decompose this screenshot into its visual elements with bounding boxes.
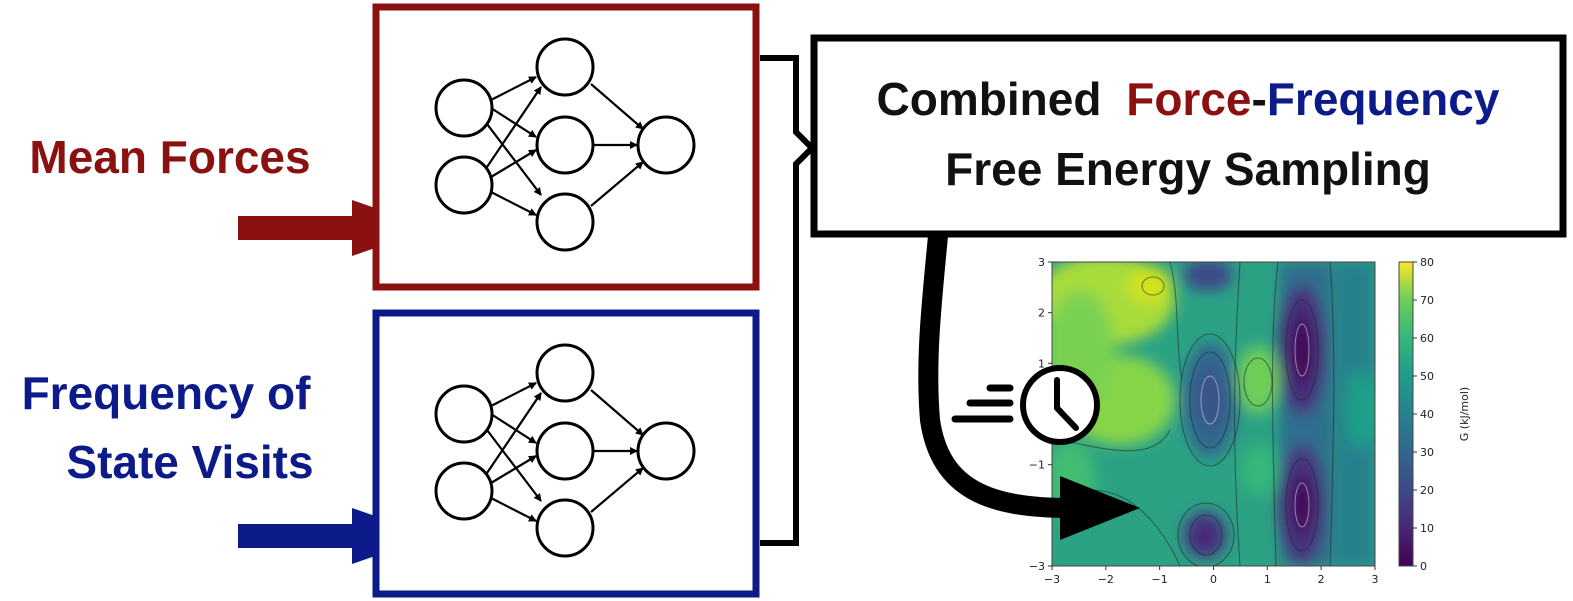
x-tick-label: 1 [1264, 573, 1271, 586]
x-tick-label: 3 [1372, 573, 1379, 586]
x-tick-label: −3 [1044, 573, 1060, 586]
y-axis: −3 −1 1 2 3 [1029, 256, 1052, 573]
colorbar [1398, 261, 1414, 567]
x-tick-label: 0 [1210, 573, 1217, 586]
x-tick-label: −2 [1098, 573, 1114, 586]
colorbar-label: G (kJ/mol) [1458, 387, 1471, 441]
colorbar-tick-label: 60 [1420, 332, 1434, 345]
colorbar-tick-label: 80 [1420, 256, 1434, 269]
frequency-label-line2: State Visits [66, 436, 313, 488]
colorbar-tick-label: 10 [1420, 522, 1434, 535]
free-energy-heatmap [1052, 262, 1375, 566]
neural-network-icon [434, 37, 696, 252]
word-combined: Combined [877, 73, 1102, 125]
colorbar-tick-label: 20 [1420, 484, 1434, 497]
y-tick-label: −3 [1029, 560, 1045, 573]
combined-title-line1: Combined Force-Frequency [877, 73, 1500, 125]
sampling-arrowhead [1060, 476, 1140, 540]
clock-icon [1020, 365, 1100, 445]
word-frequency: Frequency [1267, 73, 1500, 125]
x-tick-label: −1 [1152, 573, 1168, 586]
colorbar-axis: 0 10 20 30 40 50 60 70 80 [1413, 256, 1434, 573]
y-tick-label: 3 [1038, 256, 1045, 269]
colorbar-tick-label: 70 [1420, 294, 1434, 307]
combined-sampling-box [810, 34, 1567, 238]
combined-title-line2: Free Energy Sampling [945, 143, 1431, 195]
y-tick-label: 1 [1038, 357, 1045, 370]
merge-bracket [760, 55, 817, 546]
colorbar-tick-label: 40 [1420, 408, 1434, 421]
colorbar-tick-label: 50 [1420, 370, 1434, 383]
y-tick-label: −1 [1029, 459, 1045, 472]
x-tick-label: 2 [1318, 573, 1325, 586]
speed-lines-icon [951, 384, 1014, 423]
word-dash: - [1251, 73, 1266, 125]
x-axis: −3 −2 −1 0 1 2 3 [1044, 566, 1379, 586]
neural-network-icon [434, 343, 696, 558]
colorbar-tick-label: 0 [1420, 560, 1427, 573]
y-tick-label: 2 [1038, 307, 1045, 320]
colorbar-tick-label: 30 [1420, 446, 1434, 459]
sampling-curve-arrow [918, 235, 1071, 518]
word-force: Force [1126, 73, 1251, 125]
frequency-label-line1: Frequency of [22, 367, 312, 419]
mean-forces-label: Mean Forces [29, 131, 310, 183]
